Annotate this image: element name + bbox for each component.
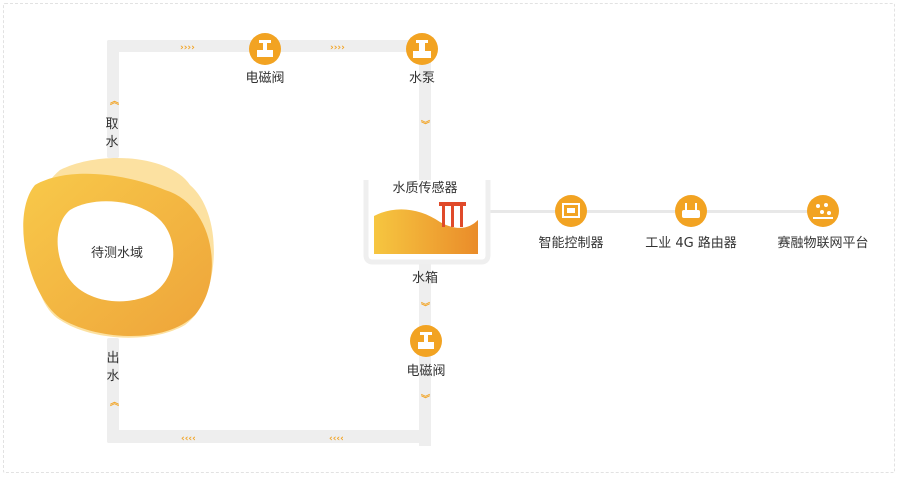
arrow-down-valve: ︾ [421, 393, 430, 405]
router-node: 工业 4G 路由器 [645, 195, 737, 251]
network-link-line [478, 210, 830, 213]
pump-label: 水泵 [409, 71, 435, 86]
controller-node: 智能控制器 [538, 195, 604, 251]
pump-node: 水泵 [406, 33, 438, 86]
water-body-blob: 待测水域 [23, 158, 214, 338]
intake-label-bottom: 水 [105, 135, 118, 150]
water-tank: 水质传感器 水箱 [363, 180, 491, 286]
top-valve-label: 电磁阀 [245, 71, 284, 86]
arrow-left-1: ‹‹‹‹ [181, 434, 196, 444]
router-icon [682, 210, 700, 218]
solenoid-valve-icon [418, 342, 434, 349]
arrow-right-1: ›››› [180, 43, 195, 53]
intake-label-top: 取 [105, 117, 118, 132]
diagram-frame [3, 3, 895, 473]
outlet-label-bottom: 水 [106, 369, 119, 384]
water-pump-icon [413, 51, 431, 58]
arrow-left-2: ‹‹‹‹ [329, 434, 344, 444]
controller-icon [562, 203, 580, 218]
sensor-probes-icon [439, 202, 466, 227]
bottom-valve-label: 电磁阀 [406, 364, 445, 379]
arrow-down-tank: ︾ [421, 301, 430, 313]
tank-label: 水箱 [412, 270, 438, 286]
iot-platform-icon [813, 203, 833, 219]
arrow-right-2: ›››› [330, 43, 345, 53]
router-label: 工业 4G 路由器 [645, 235, 737, 251]
top-valve-node: 电磁阀 [245, 33, 285, 86]
arrow-down-pump: ︾ [421, 119, 430, 131]
flow-arrows: ›››› ›››› ‹‹‹‹ ‹‹‹‹ ︽ ︽ ︾ ︾ ︾ [110, 43, 430, 444]
platform-node: 赛融物联网平台 [777, 195, 869, 251]
platform-label: 赛融物联网平台 [777, 235, 868, 251]
outlet-label-top: 出 [106, 351, 119, 366]
water-body-label: 待测水域 [91, 246, 143, 261]
arrow-up-outlet: ︽ [110, 398, 119, 408]
controller-label: 智能控制器 [538, 236, 603, 251]
sensor-label: 水质传感器 [392, 180, 457, 196]
arrow-up-intake: ︽ [110, 97, 119, 107]
bottom-valve-node: 电磁阀 [406, 325, 446, 379]
solenoid-valve-icon [257, 50, 273, 57]
